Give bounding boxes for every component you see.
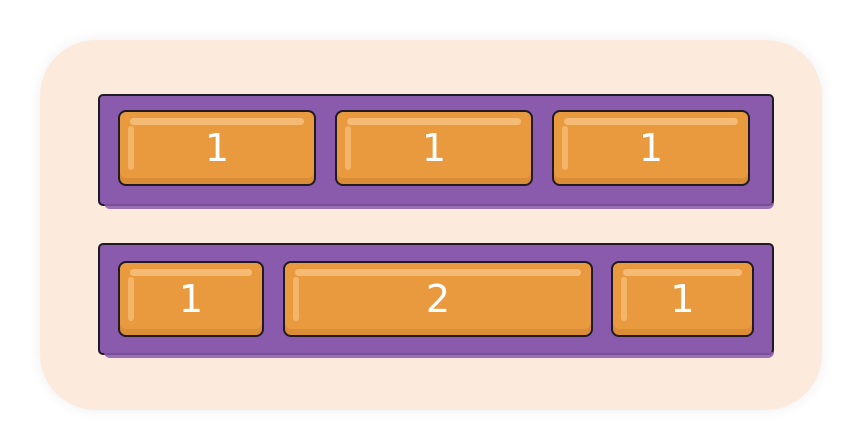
flex-item: 1 — [118, 110, 316, 186]
flex-grow-label: 1 — [178, 277, 204, 321]
flex-item: 1 — [552, 110, 750, 186]
flex-grow-label: 1 — [638, 126, 664, 170]
flex-item: 1 — [335, 110, 533, 186]
flex-item: 1 — [118, 261, 264, 337]
flex-grow-label: 1 — [421, 126, 447, 170]
flex-grow-label: 1 — [204, 126, 230, 170]
flex-grow-label: 2 — [425, 277, 451, 321]
flex-grow-label: 1 — [670, 277, 695, 321]
flex-item: 1 — [611, 261, 754, 337]
flex-item: 2 — [283, 261, 593, 337]
flex-container-row-2: 1 2 1 — [98, 243, 774, 358]
flex-container-row-1: 1 1 1 — [98, 94, 774, 209]
